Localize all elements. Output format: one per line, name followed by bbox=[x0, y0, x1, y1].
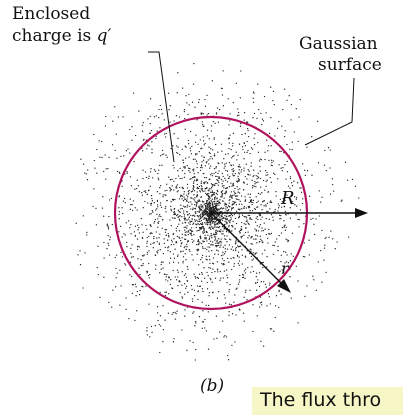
center-point bbox=[209, 211, 213, 215]
gaussian-surface-label: Gaussian bbox=[299, 34, 378, 54]
gaussian-surface-label-line2: surface bbox=[318, 55, 382, 75]
enclosed-charge-text: charge is bbox=[12, 26, 97, 46]
enclosed-charge-variable: q′ bbox=[96, 26, 112, 46]
enclosed-charge-leader bbox=[148, 51, 175, 163]
figure-part-label: (b) bbox=[200, 376, 225, 396]
caption-box: The flux thro bbox=[252, 387, 403, 415]
caption-text: The flux thro bbox=[260, 389, 382, 411]
charge-dots bbox=[75, 62, 360, 361]
enclosed-charge-label: Enclosed bbox=[12, 4, 91, 24]
radius-R-arrow bbox=[211, 208, 368, 218]
radius-r-arrow bbox=[210, 212, 291, 293]
radius-r-label: r bbox=[281, 259, 289, 278]
enclosed-charge-label-line2: charge is q′ bbox=[12, 26, 111, 46]
gaussian-surface-leader bbox=[304, 77, 355, 146]
radius-R-label: R bbox=[281, 188, 295, 209]
